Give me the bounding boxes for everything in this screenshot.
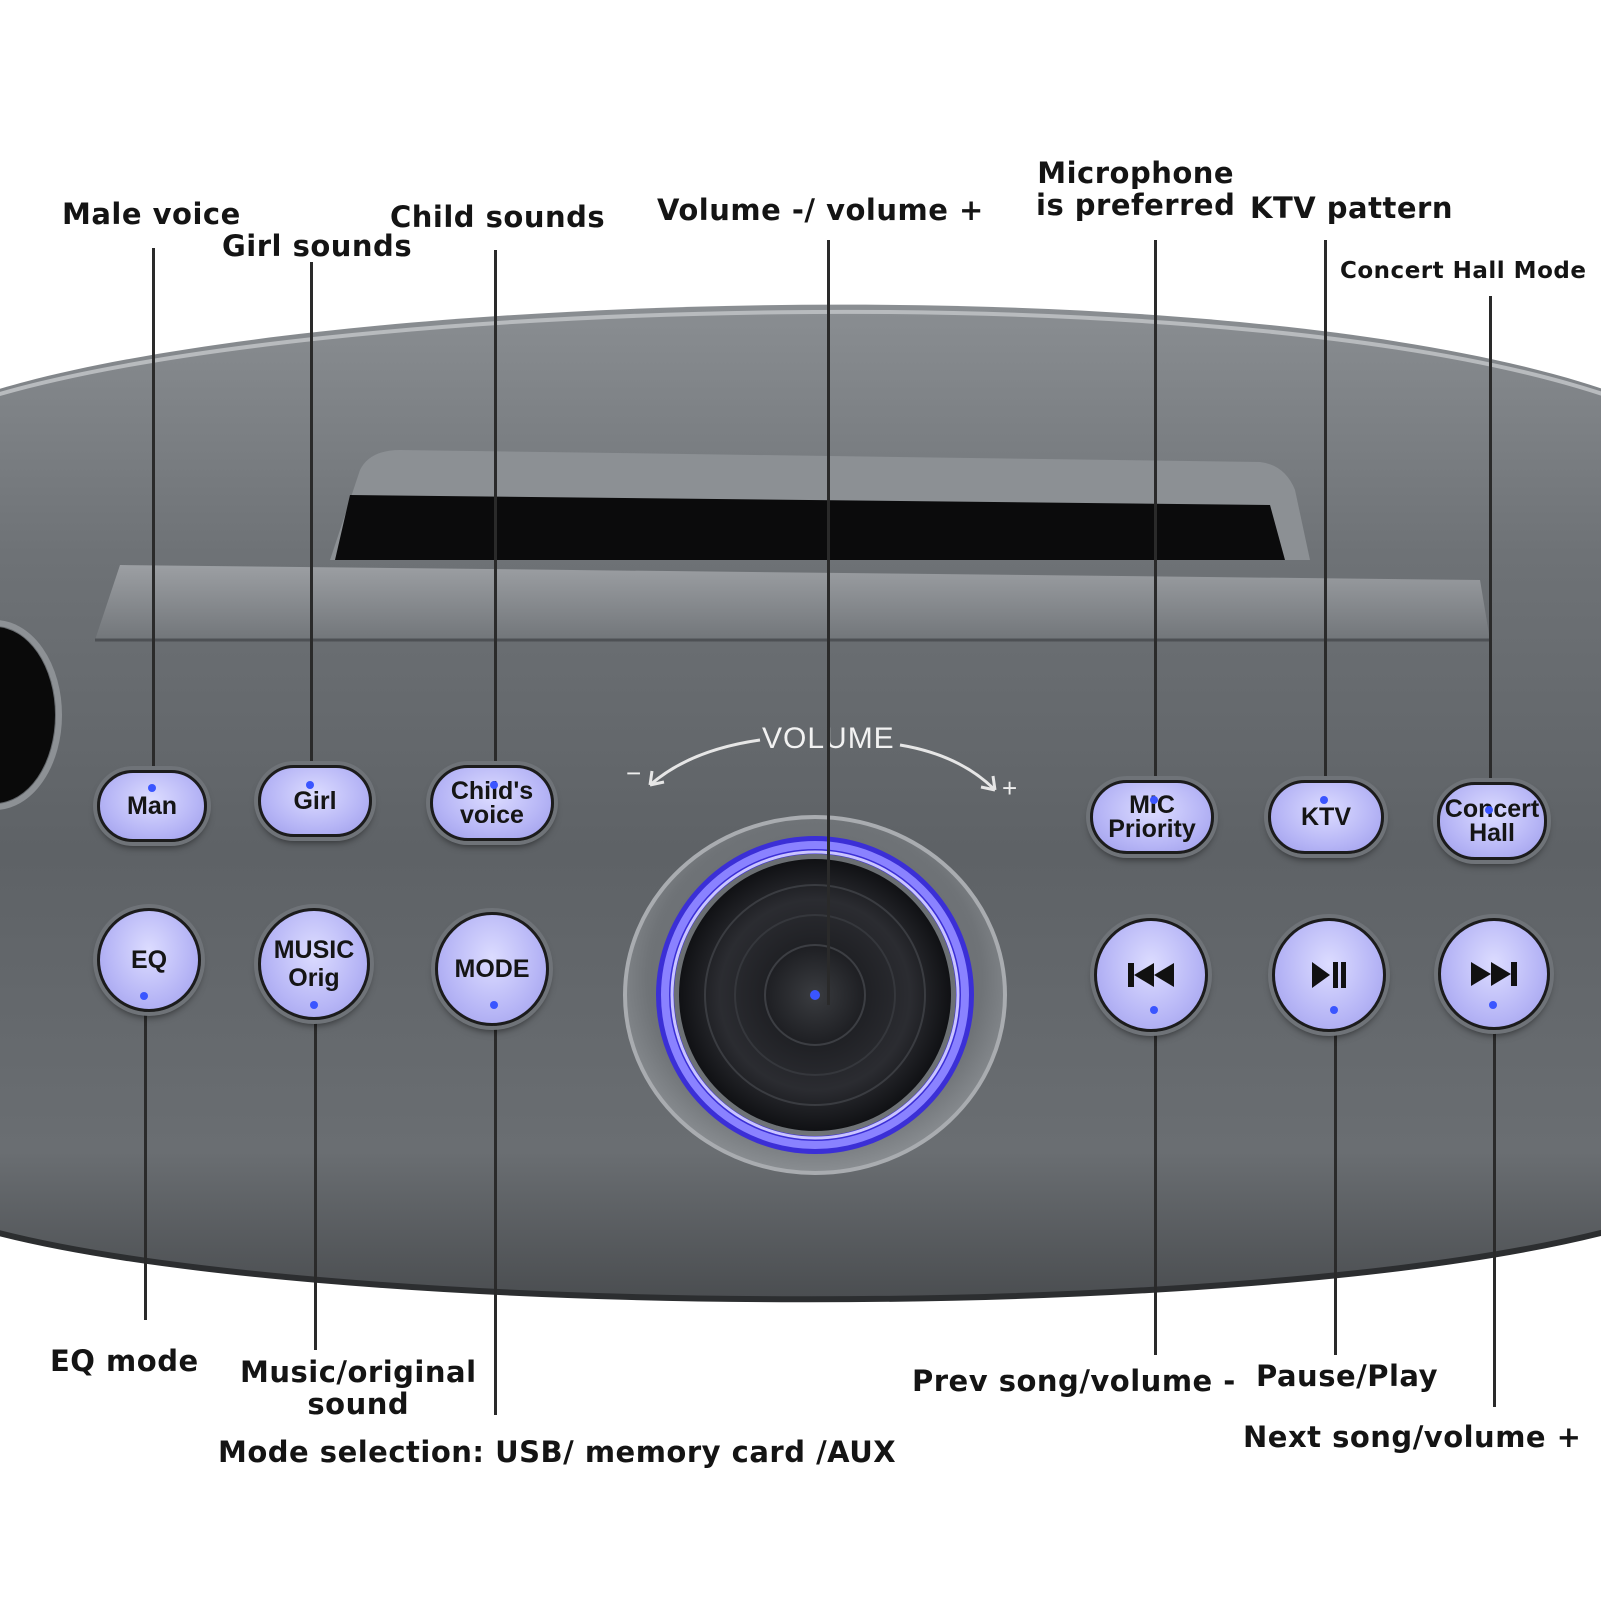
callout-mic-line2: is preferred — [1036, 188, 1236, 222]
callout-child-sounds: Child sounds — [390, 200, 606, 234]
prev-track-icon — [1128, 963, 1174, 987]
next-song-button[interactable] — [1438, 918, 1550, 1030]
leader-volume — [827, 240, 830, 1005]
led-dot — [148, 784, 156, 792]
prev-song-button[interactable] — [1094, 918, 1208, 1032]
childs-voice-button[interactable]: Child's voice — [430, 765, 554, 841]
callout-concert-hall: Concert Hall Mode — [1340, 258, 1587, 284]
callout-mic-line1: Microphone — [1037, 156, 1235, 190]
ktv-button[interactable]: KTV — [1268, 780, 1384, 854]
callout-music-line1: Music/original — [240, 1355, 477, 1389]
volume-minus-label: − — [626, 758, 642, 788]
leader-next — [1493, 1005, 1496, 1407]
play-pause-icon — [1312, 962, 1346, 988]
led-dot — [1489, 1001, 1497, 1009]
concert-hall-button[interactable]: Concert Hall — [1437, 782, 1547, 860]
led-dot — [490, 1001, 498, 1009]
led-dot — [1320, 796, 1328, 804]
leader-mic — [1154, 240, 1157, 800]
callout-girl-sounds: Girl sounds — [222, 229, 413, 263]
led-dot — [306, 781, 314, 789]
callout-ktv-pattern: KTV pattern — [1250, 191, 1453, 225]
girl-button[interactable]: Girl — [258, 765, 372, 837]
led-dot — [310, 1001, 318, 1009]
callout-prev-song: Prev song/volume - — [912, 1364, 1236, 1398]
leader-pause — [1334, 1010, 1337, 1355]
callout-volume: Volume -/ volume + — [657, 193, 984, 227]
eq-button[interactable]: EQ — [97, 908, 201, 1012]
callout-mode-selection: Mode selection: USB/ memory card /AUX — [218, 1435, 897, 1469]
callout-male-voice: Male voice — [62, 197, 241, 231]
man-button[interactable]: Man — [97, 770, 207, 842]
mode-button[interactable]: MODE — [435, 912, 549, 1026]
leader-male — [152, 248, 155, 788]
led-dot — [1485, 806, 1493, 814]
volume-plus-label: + — [1002, 773, 1018, 803]
leader-eq — [144, 995, 147, 1320]
leader-mode — [494, 1005, 497, 1415]
led-dot — [1330, 1006, 1338, 1014]
led-dot — [1150, 796, 1158, 804]
leader-girl — [310, 262, 313, 787]
pause-play-button[interactable] — [1272, 918, 1386, 1032]
leader-child — [494, 250, 497, 785]
leader-prev — [1154, 1010, 1157, 1355]
leader-music — [314, 1005, 317, 1350]
callout-next-song: Next song/volume + — [1243, 1420, 1582, 1454]
leader-ktv — [1324, 240, 1327, 800]
callout-mic-preferred: Microphone is preferred — [1036, 157, 1235, 221]
led-dot — [140, 992, 148, 1000]
leader-concert — [1489, 296, 1492, 811]
mic-priority-button[interactable]: MIC Priority — [1090, 780, 1214, 854]
led-dot — [1150, 1006, 1158, 1014]
callout-music-original: Music/original sound — [240, 1356, 477, 1420]
callout-eq-mode: EQ mode — [50, 1344, 199, 1378]
next-track-icon — [1471, 962, 1517, 986]
led-dot — [490, 781, 498, 789]
callout-pause-play: Pause/Play — [1256, 1359, 1438, 1393]
callout-music-line2: sound — [307, 1387, 410, 1421]
